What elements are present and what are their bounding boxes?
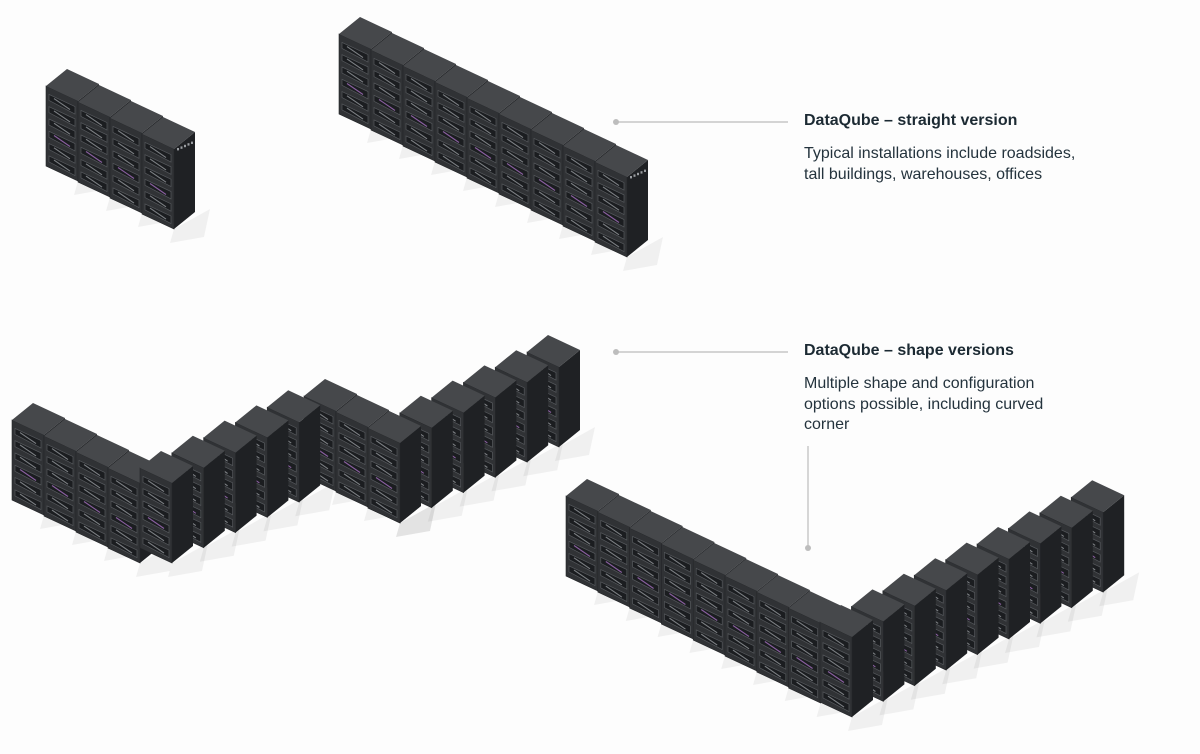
leader-lines: [613, 119, 811, 551]
straight-version-annotation: DataQube – straight version Typical inst…: [804, 112, 1104, 185]
straight-version-description: Typical installations include roadsides,…: [804, 145, 1076, 183]
vent-hole: [640, 171, 643, 174]
straight-version-title: DataQube – straight version: [804, 112, 1018, 129]
shape-versions-annotation: DataQube – shape versions Multiple shape…: [804, 342, 1104, 436]
server-cabinet: [431, 380, 500, 507]
shape-versions-description: Multiple shape and configuration options…: [804, 375, 1044, 433]
vent-hole: [630, 176, 632, 179]
vent-hole: [644, 169, 646, 172]
vent-hole: [177, 148, 179, 151]
leader-dot-straight: [613, 119, 619, 125]
server-cabinet: [819, 605, 888, 731]
server-cabinet: [594, 145, 663, 271]
server-cabinets: [11, 17, 1140, 731]
shape-versions-title: DataQube – shape versions: [804, 342, 1014, 359]
vent-hole: [180, 146, 183, 149]
vent-hole: [633, 174, 636, 177]
leader-dot-shape-top: [613, 349, 619, 355]
vent-hole: [191, 141, 193, 144]
vent-hole: [184, 144, 186, 148]
server-cabinet: [139, 451, 208, 577]
vent-hole: [187, 143, 190, 146]
vent-hole: [637, 172, 639, 176]
server-cabinet: [141, 117, 210, 243]
leader-dot-shape-bottom: [805, 545, 811, 551]
server-cabinet: [367, 411, 436, 537]
